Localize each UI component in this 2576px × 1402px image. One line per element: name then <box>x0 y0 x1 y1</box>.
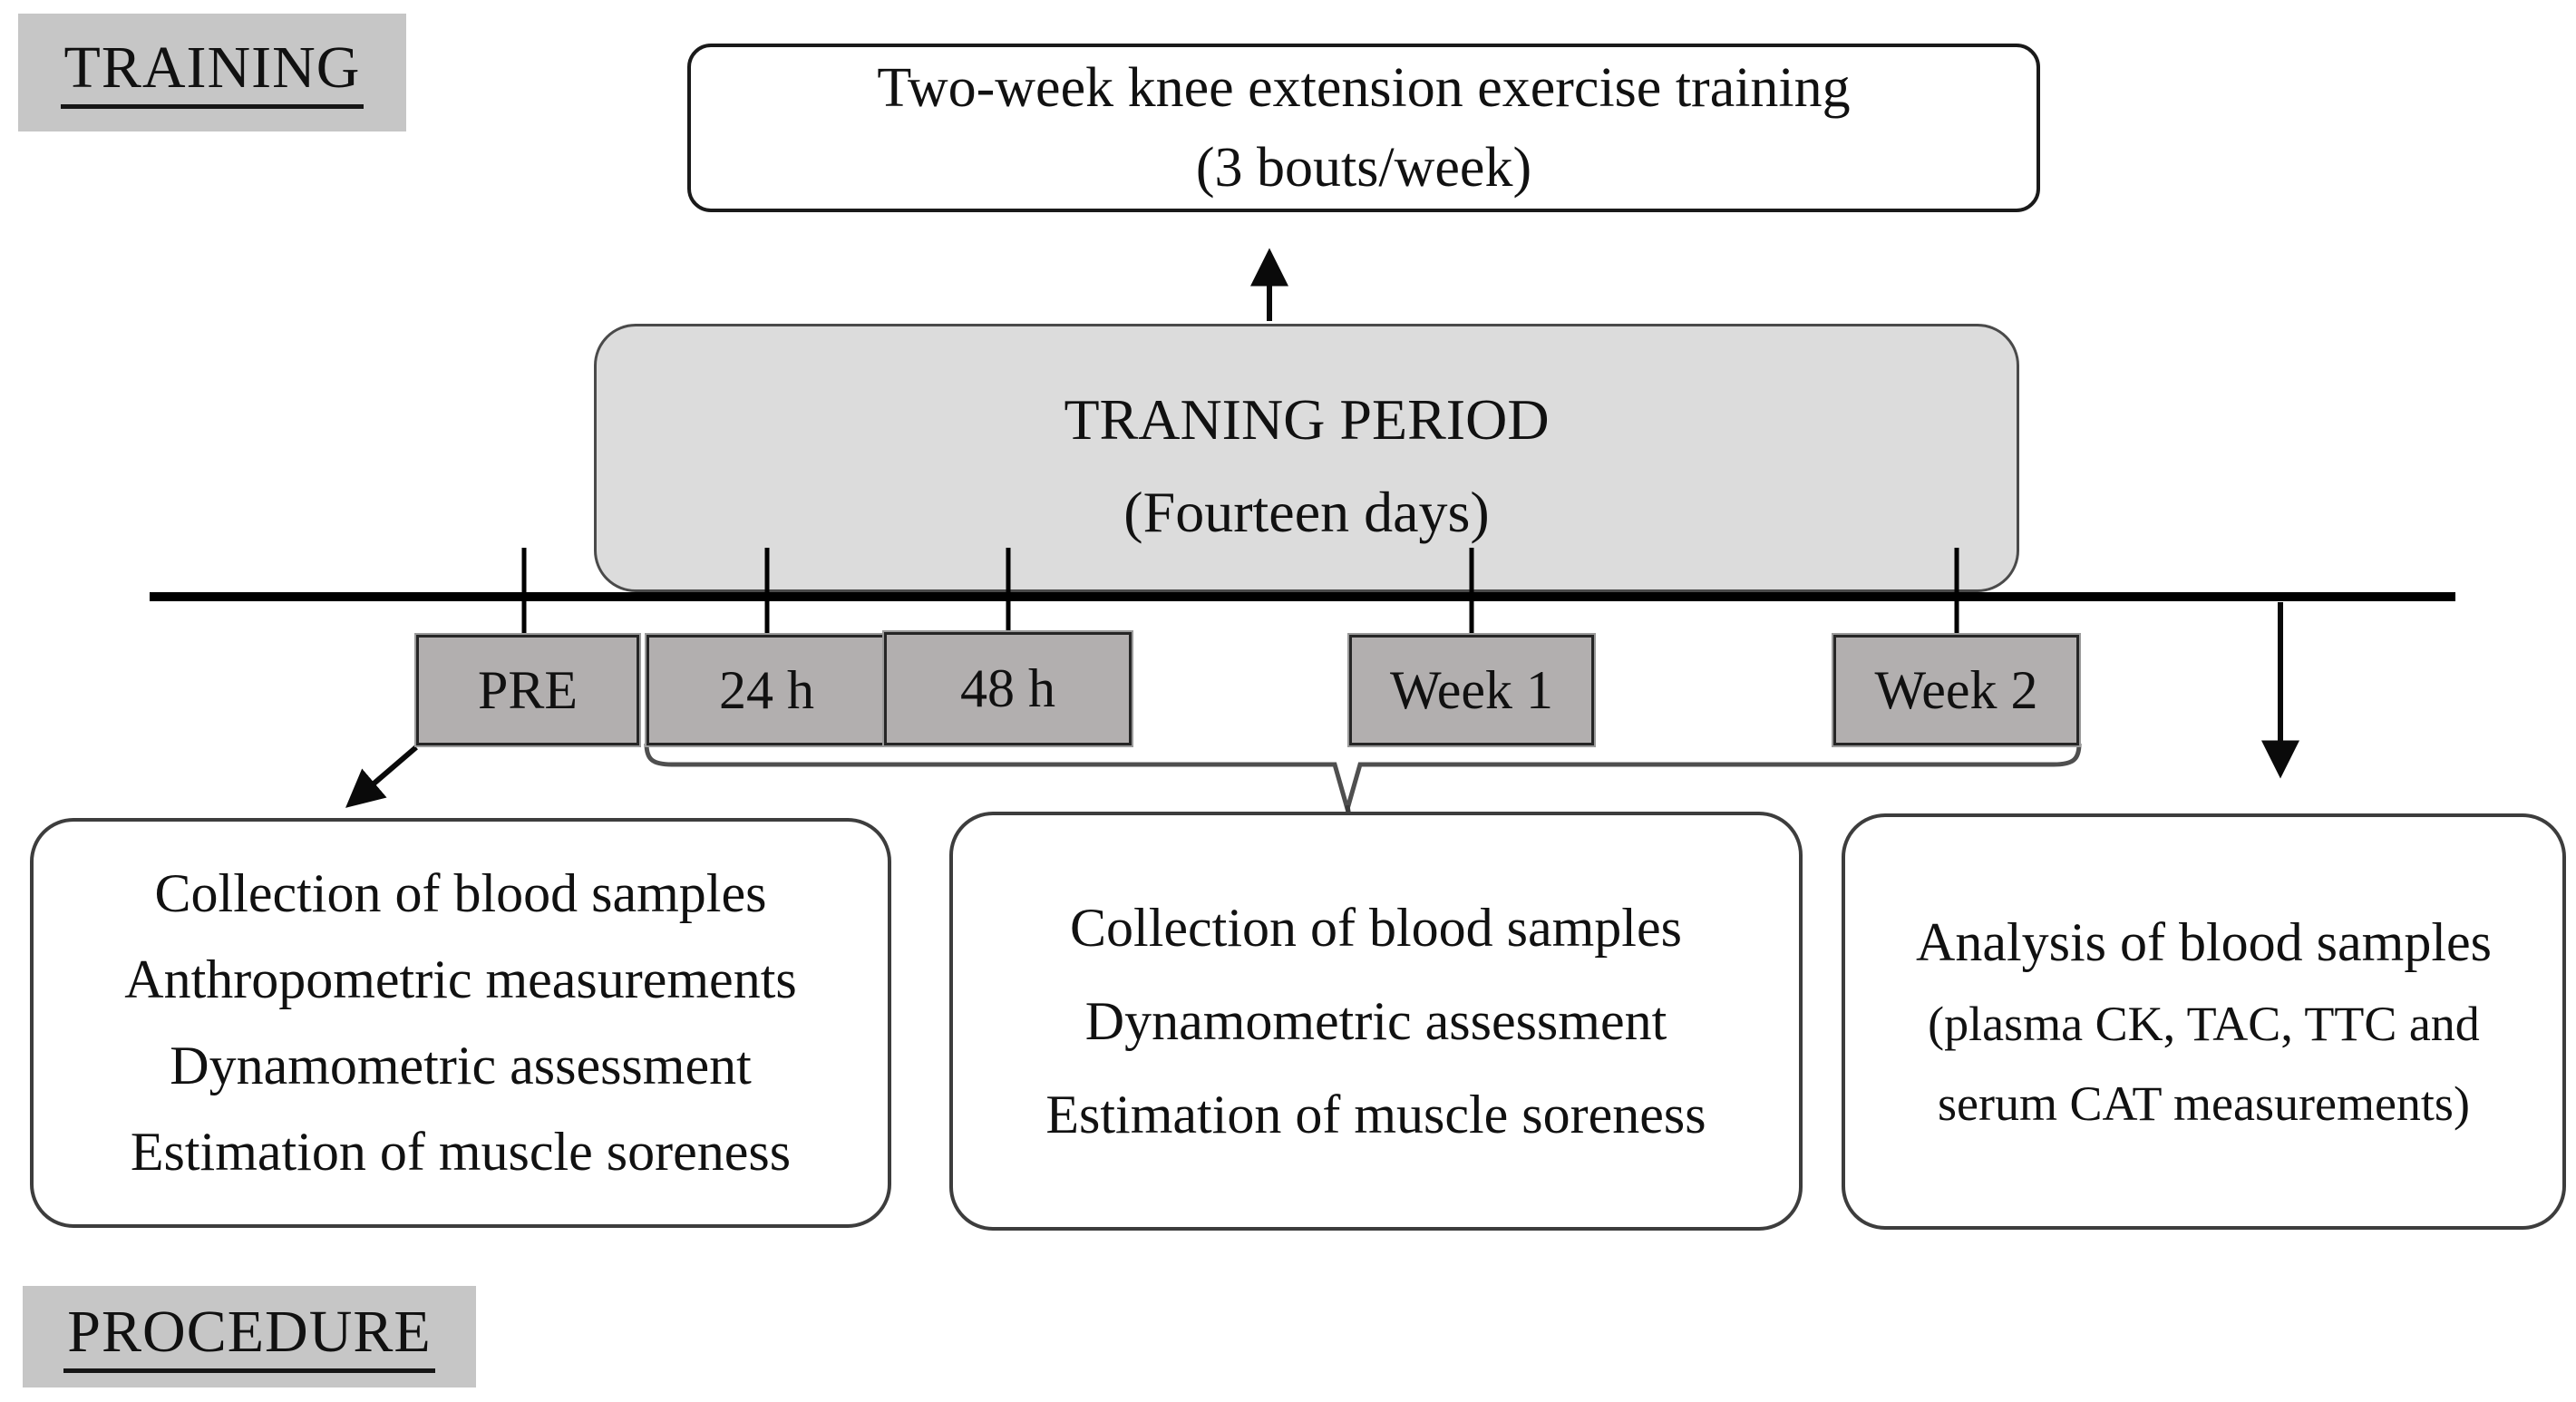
procedure-section-text: PROCEDURE <box>63 1300 435 1374</box>
baseline-measures-box: Collection of blood samples Anthropometr… <box>30 818 891 1228</box>
repeated-line2: Dynamometric assessment <box>1084 990 1667 1051</box>
timepoint-48h: 48 h <box>884 632 1132 745</box>
repeated-line1: Collection of blood samples <box>1070 897 1682 958</box>
analysis-line1: Analysis of blood samples <box>1916 911 2492 972</box>
timepoint-pre: PRE <box>416 635 639 745</box>
timepoint-week1: Week 1 <box>1349 635 1594 745</box>
timepoint-week2: Week 2 <box>1833 635 2079 745</box>
baseline-line3: Dynamometric assessment <box>170 1036 752 1095</box>
training-section-label: TRAINING <box>18 14 406 131</box>
repeated-measures-box: Collection of blood samples Dynamometric… <box>949 812 1803 1231</box>
analysis-line3: serum CAT measurements) <box>1938 1076 2470 1131</box>
training-section-text: TRAINING <box>60 36 365 110</box>
timepoint-bracket <box>644 743 2082 818</box>
baseline-line4: Estimation of muscle soreness <box>130 1122 792 1182</box>
exercise-training-box: Two-week knee extension exercise trainin… <box>687 44 2040 212</box>
analysis-line2: (plasma CK, TAC, TTC and <box>1928 996 2480 1051</box>
pre-arrow <box>345 745 418 808</box>
procedure-section-label: PROCEDURE <box>23 1286 476 1387</box>
training-period-box: TRANING PERIOD (Fourteen days) <box>594 324 2019 592</box>
training-period-line1: TRANING PERIOD <box>1064 387 1550 452</box>
baseline-line1: Collection of blood samples <box>154 863 767 923</box>
exercise-training-line2: (3 bouts/week) <box>1195 137 1532 199</box>
exercise-training-line1: Two-week knee extension exercise trainin… <box>877 57 1851 119</box>
baseline-line2: Anthropometric measurements <box>124 949 797 1009</box>
timepoint-24h: 24 h <box>646 635 887 745</box>
repeated-line3: Estimation of muscle soreness <box>1045 1084 1706 1144</box>
blood-analysis-box: Analysis of blood samples (plasma CK, TA… <box>1842 813 2566 1230</box>
training-period-line2: (Fourteen days) <box>1123 480 1490 544</box>
